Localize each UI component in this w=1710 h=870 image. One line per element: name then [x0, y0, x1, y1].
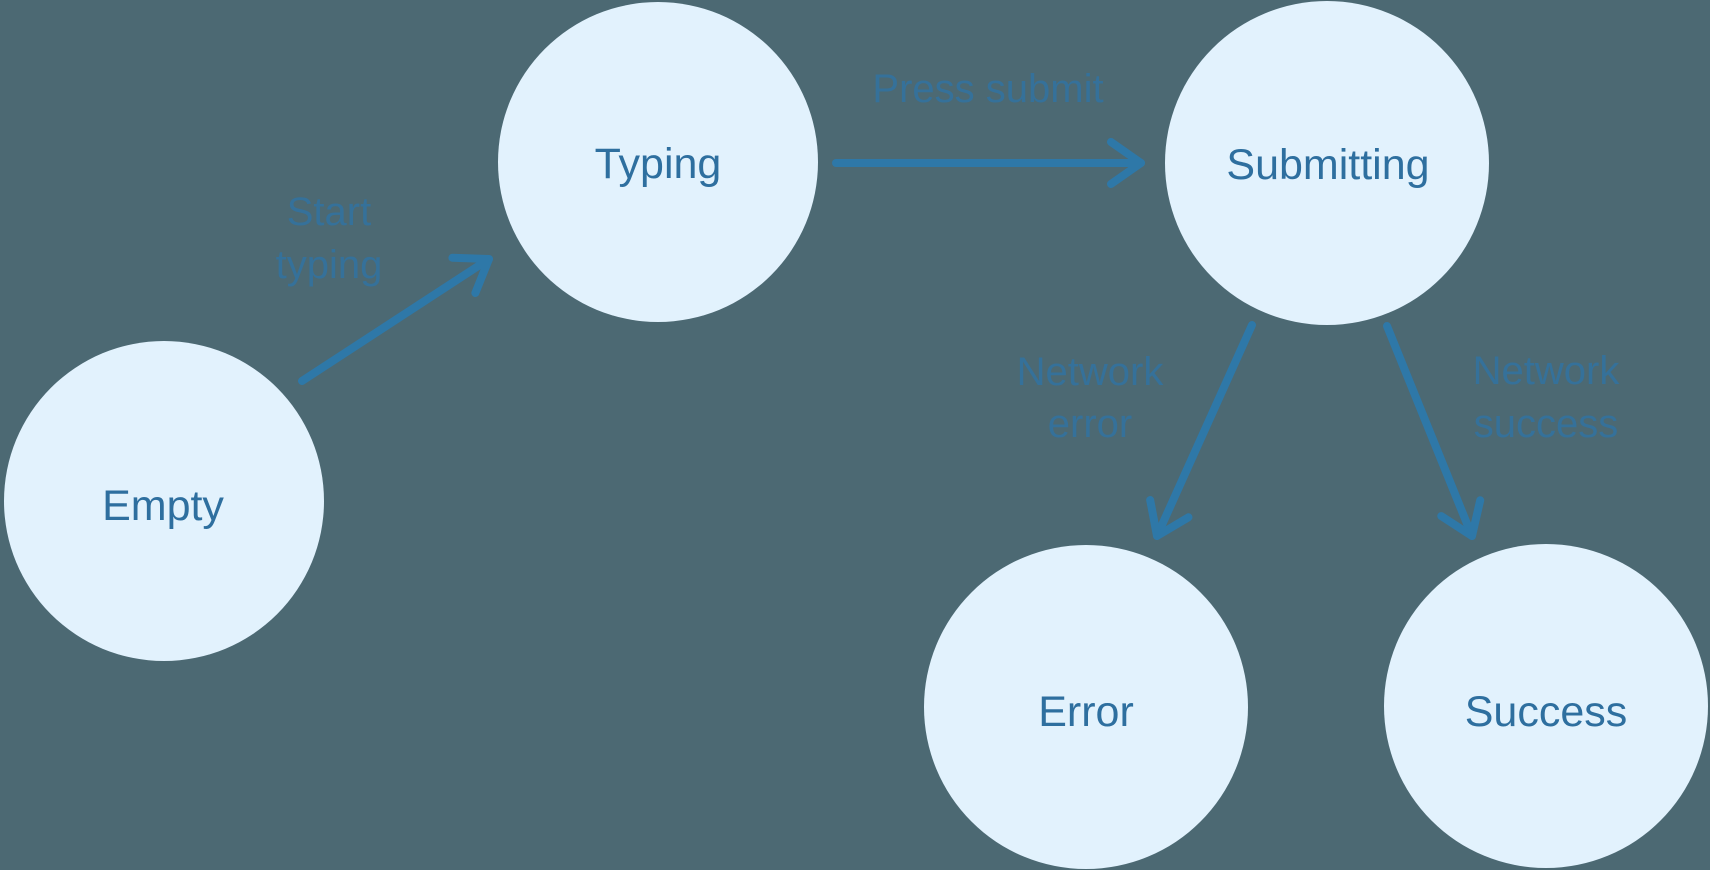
edge-submitting-error-label-line1: Network — [1017, 350, 1165, 394]
edge-submitting-success-label-line1: Network — [1473, 349, 1621, 393]
edge-submitting-error-label-line2: error — [1048, 402, 1132, 446]
edge-empty-typing-label-line2: typing — [276, 243, 383, 287]
edge-submitting-success-label-line2: success — [1474, 402, 1619, 446]
edge-submitting-success-arrow — [1383, 322, 1485, 540]
edge-empty-typing-label-line1: Start — [287, 190, 371, 234]
edge-empty-typing-arrow — [298, 253, 493, 385]
node-submitting-circle — [1165, 1, 1489, 325]
node-empty-label: Empty — [102, 482, 224, 530]
edge-submitting-error-arrow — [1146, 321, 1256, 540]
node-typing-circle — [498, 2, 818, 322]
node-error-label: Error — [1038, 688, 1134, 736]
node-submitting-label: Submitting — [1226, 141, 1429, 189]
edge-typing-submitting-label: Press submit — [872, 67, 1103, 111]
node-typing-label: Typing — [595, 140, 722, 188]
node-empty-circle — [4, 341, 324, 661]
node-success-circle — [1384, 544, 1708, 868]
node-error-circle — [924, 545, 1248, 869]
node-success-label: Success — [1465, 688, 1628, 736]
